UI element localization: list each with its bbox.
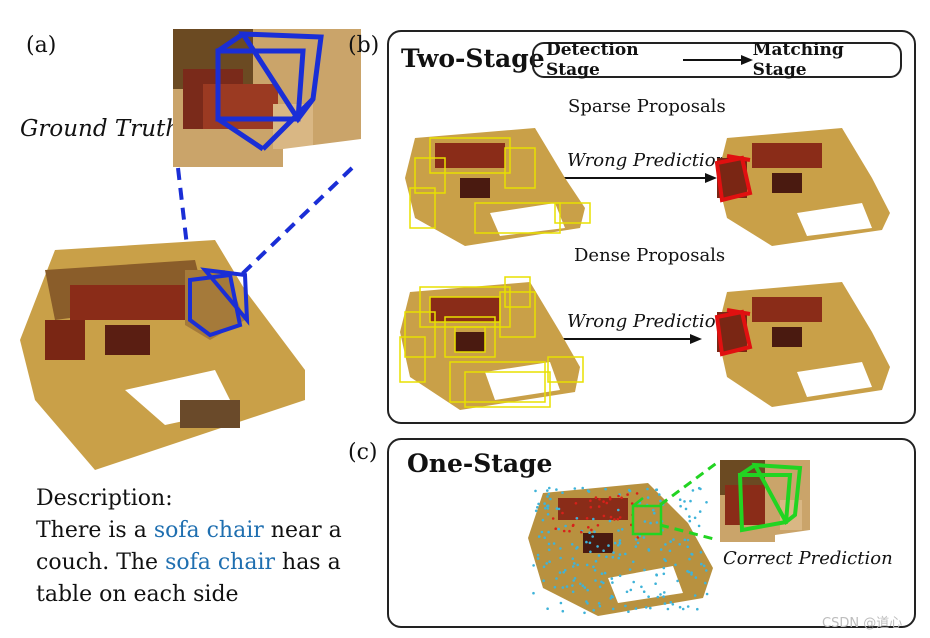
wrong-prediction-scene-2 [714, 282, 890, 407]
prediction-arrow-2 [560, 334, 702, 344]
prediction-arrow-1 [560, 173, 717, 183]
ground-truth-label: Ground Truth [20, 116, 181, 142]
sparse-proposals-label: Sparse Proposals [568, 96, 726, 117]
description-heading: Description: [36, 486, 173, 511]
panel-c-title: One-Stage [407, 449, 553, 478]
detection-stage-label: Detection Stage [546, 40, 639, 80]
description-highlight-1: sofa chair [153, 518, 264, 543]
one-stage-point-cloud-scene [528, 483, 713, 616]
dense-proposals-label: Dense Proposals [574, 245, 726, 266]
correct-prediction-label: Correct Prediction [723, 548, 893, 569]
pipeline-arrow-icon [682, 55, 753, 65]
sparse-proposals-scene [405, 128, 591, 246]
matching-stage-label: Matching Stage [752, 40, 844, 80]
panel-a-label: (a) [26, 33, 57, 58]
description-block: Description: There is a sofa chair near … [36, 483, 366, 611]
description-middle: near a couch. The [36, 518, 342, 575]
panel-c-label: (c) [348, 440, 378, 465]
description-text: There is a sofa chair near a couch. The … [36, 515, 366, 611]
ground-truth-zoom-image [173, 29, 361, 167]
panel-b-label: (b) [348, 33, 380, 58]
description-suffix: has a table on each side [36, 550, 341, 607]
panel-c-frame [387, 438, 916, 628]
panel-b-frame [387, 30, 916, 424]
panel-b-title: Two-Stage [401, 44, 545, 73]
scene-image-a [20, 240, 305, 470]
wrong-prediction-label-2: Wrong Prediction [567, 311, 728, 332]
correct-prediction-zoom-image [720, 460, 810, 542]
wrong-prediction-label-1: Wrong Prediction [567, 150, 728, 171]
pipeline-pill: Detection Stage Matching Stage [532, 40, 902, 80]
description-highlight-2: sofa chair [165, 550, 276, 575]
description-prefix: There is a [36, 518, 154, 543]
watermark: CSDN @道心 [822, 616, 903, 631]
wrong-prediction-scene-1 [714, 128, 890, 246]
dense-proposals-scene [399, 276, 584, 410]
